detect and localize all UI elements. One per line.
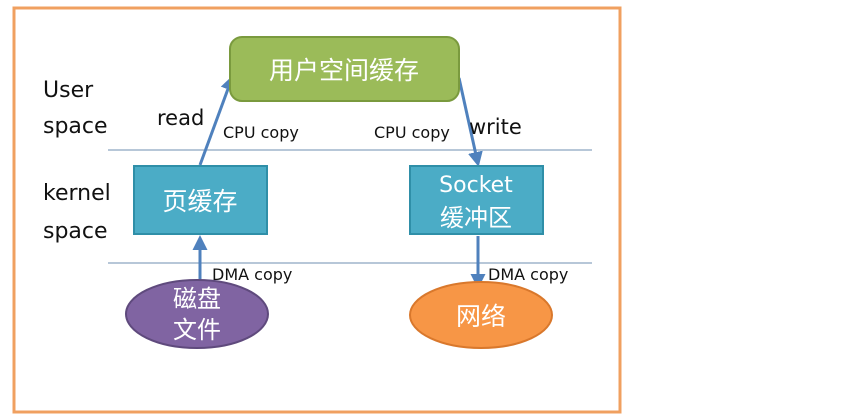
write-label: write [469, 115, 522, 139]
dma-copy-left-label: DMA copy [212, 265, 292, 284]
user-buffer-box [229, 36, 460, 102]
write-arrow [457, 77, 483, 167]
read-label: read [157, 106, 204, 130]
disk-file-label-line2: 文件 [173, 316, 221, 344]
network-label: 网络 [456, 302, 506, 331]
cpu-copy-left-label: CPU copy [223, 123, 299, 142]
user-space-label-line1: User [43, 78, 94, 103]
user-space-label-line2: space [43, 114, 108, 139]
user-buffer-label: 用户空间缓存 [269, 56, 419, 85]
kernel-space-label-line1: kernel [43, 181, 111, 206]
socket-buffer-box [409, 165, 544, 235]
network-ellipse [409, 281, 553, 349]
disk-file-ellipse [125, 279, 269, 349]
dma-copy-right-label: DMA copy [488, 265, 568, 284]
cpu-copy-right-label: CPU copy [374, 123, 450, 142]
page-cache-label: 页缓存 [162, 187, 237, 216]
kernel-space-label-line2: space [43, 219, 108, 244]
disk-file-label-line1: 磁盘 [173, 285, 221, 313]
page-cache-box [133, 165, 268, 235]
socket-buffer-label-line2: 缓冲区 [440, 204, 512, 232]
read-arrow [198, 75, 235, 166]
socket-buffer-label-line1: Socket [439, 173, 513, 198]
